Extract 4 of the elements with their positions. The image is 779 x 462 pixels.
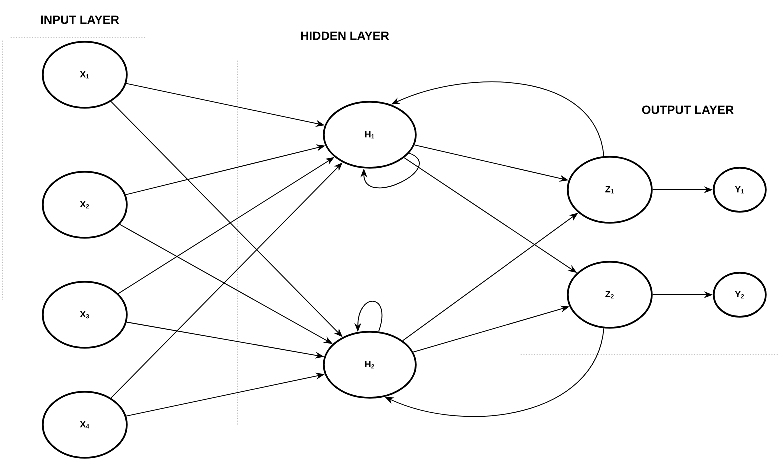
layer-heading: OUTPUT LAYER: [642, 106, 734, 114]
arrow: [360, 152, 420, 188]
layer-heading: HIDDEN LAYER: [301, 32, 390, 40]
layer-heading: INPUT LAYER: [41, 16, 120, 24]
